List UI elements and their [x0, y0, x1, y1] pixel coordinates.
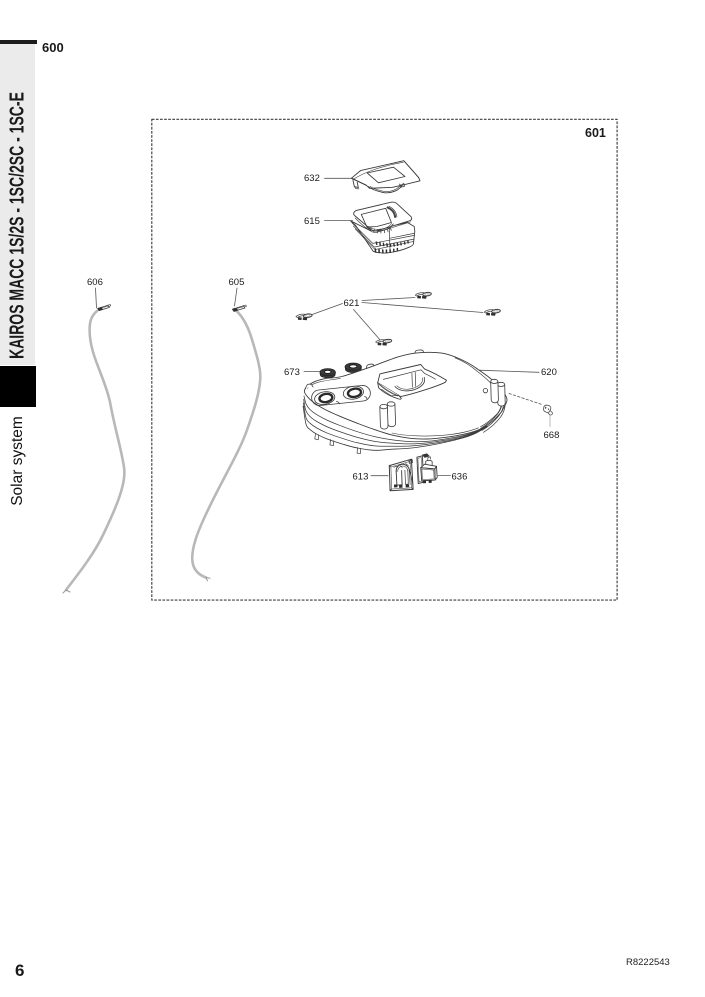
svg-text:673: 673 — [284, 367, 300, 378]
svg-text:606: 606 — [87, 277, 103, 288]
svg-text:620: 620 — [541, 367, 557, 378]
svg-text:621: 621 — [344, 298, 360, 309]
svg-text:613: 613 — [353, 472, 369, 483]
svg-text:636: 636 — [452, 472, 468, 483]
svg-text:615: 615 — [304, 216, 320, 227]
svg-text:605: 605 — [229, 277, 245, 288]
svg-text:632: 632 — [304, 173, 320, 184]
svg-text:668: 668 — [544, 430, 560, 441]
